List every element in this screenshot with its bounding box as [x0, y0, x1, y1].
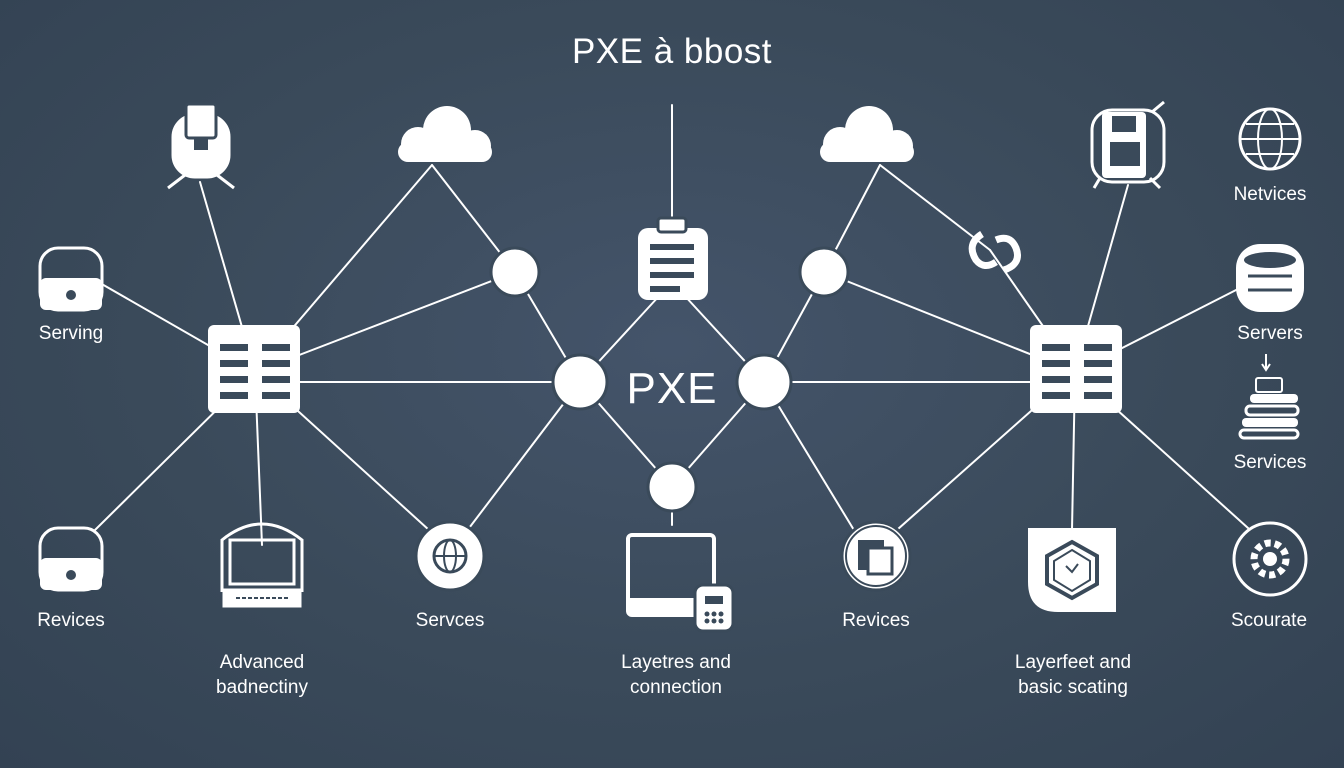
- cloud-icon: [398, 106, 492, 162]
- caption-line: Layetres and: [621, 652, 731, 673]
- caption-layetres: Layetres and connection: [621, 650, 731, 700]
- center-label: PXE: [626, 364, 718, 413]
- label-servces: Servces: [415, 610, 485, 631]
- tablet-phone-icon: [626, 533, 735, 633]
- label-revices-right: Revices: [842, 610, 910, 631]
- label-services: Services: [1233, 452, 1307, 473]
- link-icon: [968, 231, 1021, 274]
- hub-node: [735, 353, 793, 411]
- clipboard-icon: [638, 216, 708, 300]
- globe-icon: [414, 520, 486, 592]
- hub-node: [551, 353, 609, 411]
- server-icon: [208, 325, 300, 413]
- hub-node: [798, 246, 850, 298]
- caption-line: Layerfeet and: [1014, 652, 1132, 673]
- world-grid-icon: [1238, 107, 1302, 171]
- cloud-icon: [820, 106, 914, 162]
- robot-icon: [167, 102, 235, 190]
- label-netvices: Netvices: [1233, 184, 1307, 205]
- folders-icon: [840, 520, 912, 592]
- caption-line: Advanced: [219, 652, 305, 673]
- caption-layerfeet: Layerfeet and basic scating: [1015, 650, 1131, 700]
- device-icon: [38, 246, 104, 312]
- hub-node: [646, 461, 698, 513]
- stacked-books-icon: [1238, 354, 1300, 440]
- label-serving: Serving: [38, 323, 104, 344]
- hub-node: [489, 246, 541, 298]
- gear-icon: [1232, 521, 1308, 597]
- label-servers: Servers: [1237, 323, 1303, 344]
- hexagon-shield-icon: [1028, 528, 1116, 612]
- diagram-title: PXE à bbost: [571, 32, 773, 71]
- hub-nodes: [489, 246, 850, 513]
- device-icon: [38, 526, 104, 592]
- caption-advanced: Advanced badnectiny: [216, 650, 308, 700]
- caption-line: basic scating: [1018, 677, 1128, 698]
- server-icon: [1030, 325, 1122, 413]
- label-revices-left: Revices: [37, 610, 105, 631]
- caption-line: badnectiny: [216, 677, 308, 698]
- id-badge-icon: [1090, 100, 1166, 190]
- laptop-icon: [220, 522, 304, 608]
- database-icon: [1236, 244, 1304, 312]
- label-scourate: Scourate: [1230, 610, 1308, 631]
- caption-line: connection: [630, 677, 722, 698]
